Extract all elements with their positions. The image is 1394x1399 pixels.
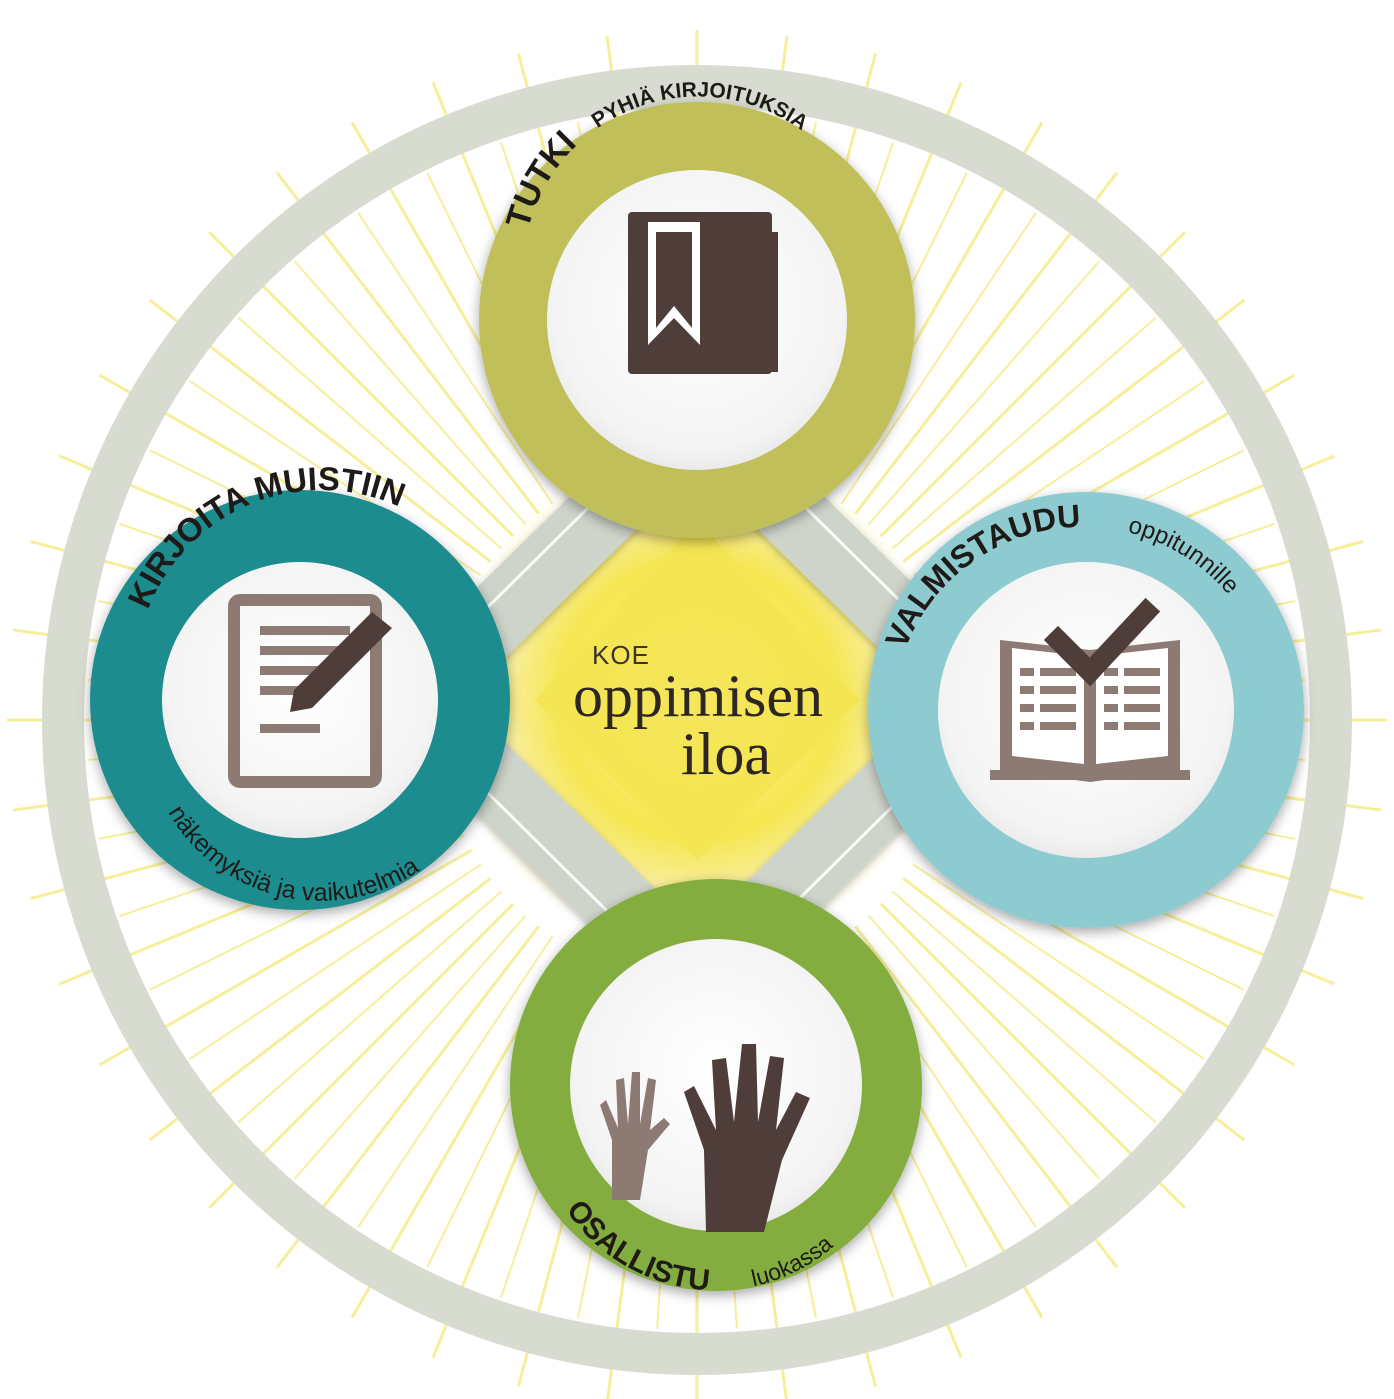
- outer-ring: [42, 65, 1352, 1375]
- sun-ray: [294, 260, 527, 526]
- open-book-checkmark-icon: [990, 597, 1190, 782]
- sun-ray: [237, 890, 503, 1123]
- sun-ray: [357, 212, 554, 505]
- sun-ray: [294, 914, 527, 1180]
- center-line-2: iloa: [681, 721, 771, 787]
- document-pen-icon: [228, 594, 392, 788]
- sun-ray: [891, 317, 1157, 550]
- sun-ray: [867, 914, 1100, 1180]
- station-study: TUTKI PYHIÄ KIRJOITUKSIA: [479, 78, 915, 538]
- sun-ray: [867, 260, 1100, 526]
- sun-ray: [840, 212, 1037, 505]
- center-small-text: KOE: [592, 640, 650, 670]
- center-line-1: oppimisen: [573, 663, 823, 729]
- raised-hands-icon: [600, 1044, 810, 1232]
- sun-ray: [891, 890, 1157, 1123]
- station-participate: OSALLISTU luokassa: [510, 879, 922, 1297]
- sun-ray: [912, 863, 1205, 1060]
- sun-ray: [237, 317, 503, 550]
- sun-ray: [189, 863, 482, 1060]
- bookmarked-book-icon: [628, 212, 778, 374]
- center-text: KOE oppimisen iloa: [573, 640, 823, 787]
- station-prepare: VALMISTAUDU oppitunnille: [868, 492, 1304, 928]
- sun-ray: [357, 935, 554, 1228]
- sun-diamond: [535, 520, 860, 860]
